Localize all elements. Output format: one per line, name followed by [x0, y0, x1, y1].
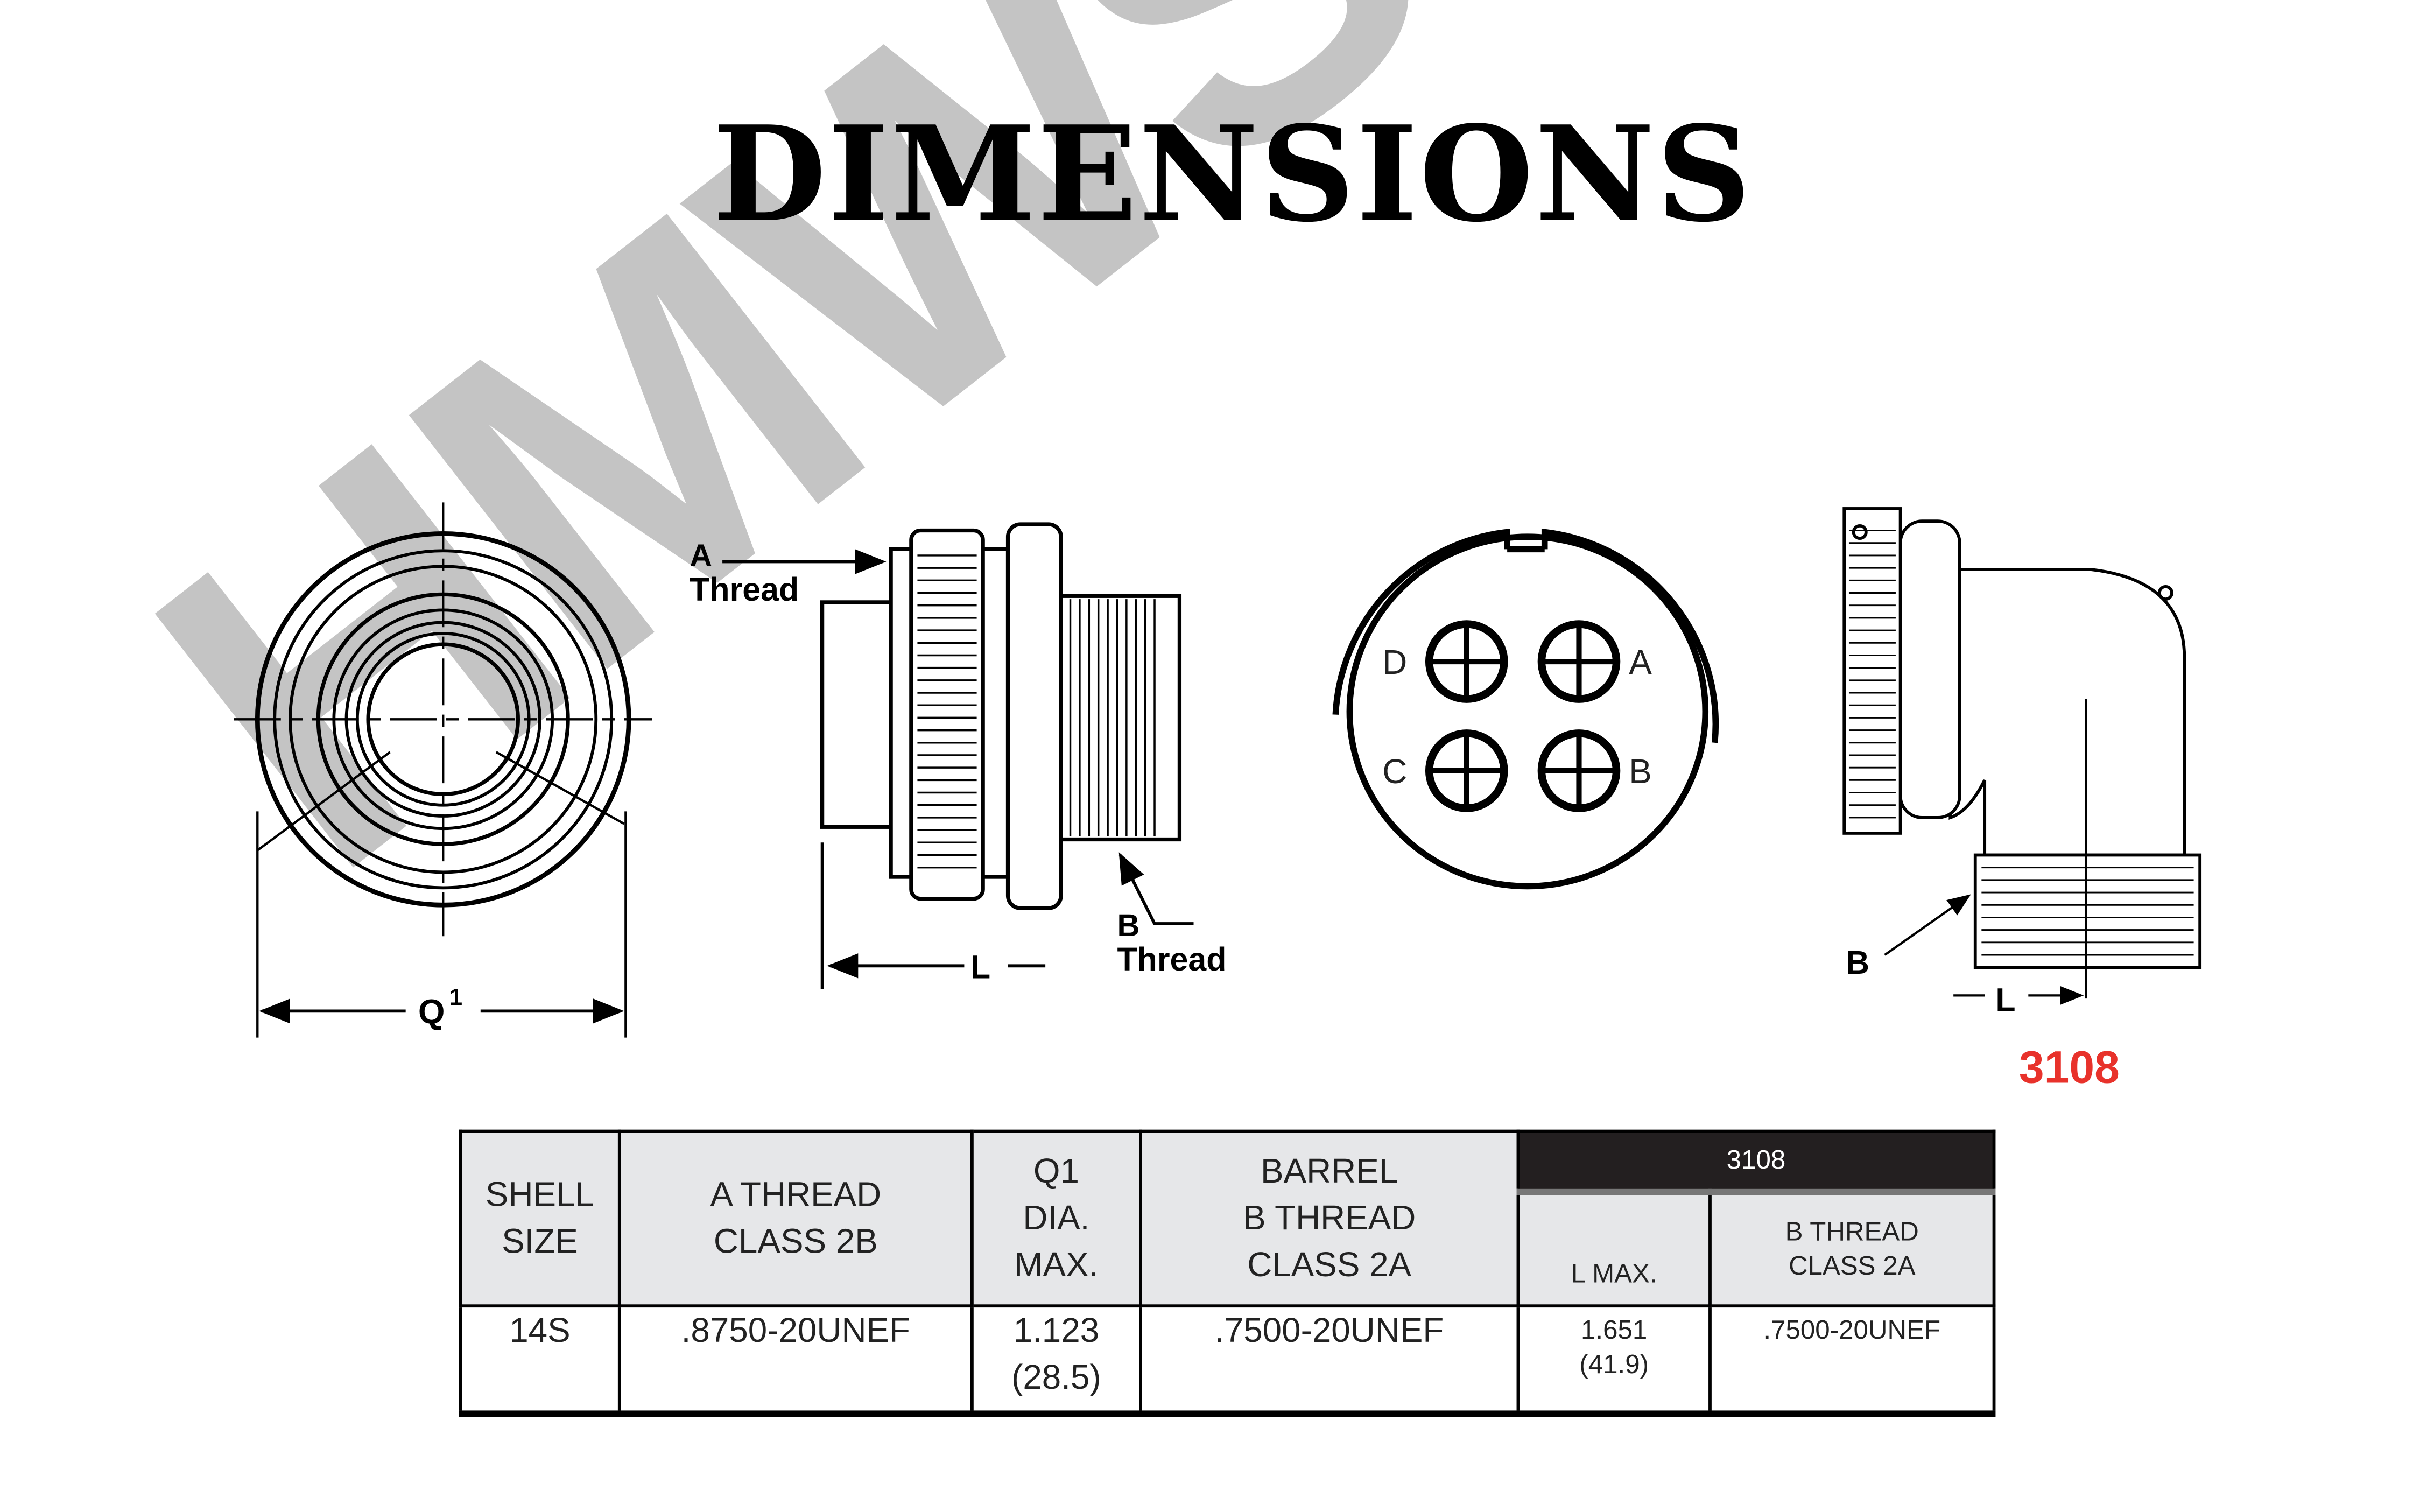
pin-label-d: D — [1382, 643, 1407, 681]
angle-connector-drawing — [1842, 507, 2202, 969]
header-l-max: L MAX. — [1516, 1190, 1712, 1308]
model-label: 3108 — [2019, 1042, 2120, 1093]
l-dimension-label: L — [970, 948, 990, 985]
pin-c — [1425, 729, 1508, 812]
pin-label-c: C — [1382, 752, 1407, 791]
pin-label-a: A — [1629, 643, 1652, 681]
cell-shell-size: 14S — [459, 1304, 621, 1416]
l-label-right: L — [1995, 981, 2015, 1018]
pin-face-drawing — [1332, 528, 1719, 890]
pin-contacts — [1425, 620, 1621, 812]
angle-connector-leaders — [1884, 894, 2084, 1005]
q-dimension-label: Q — [418, 993, 445, 1031]
q-superscript: 1 — [449, 984, 462, 1010]
b-thread-letter: B — [1117, 909, 1139, 943]
side-view-drawing — [820, 522, 1182, 910]
pin-d — [1425, 620, 1508, 703]
cell-l-max: 1.651(41.9) — [1516, 1304, 1712, 1416]
page-title: DIMENSIONS — [712, 96, 1753, 251]
b-label-right: B — [1846, 944, 1869, 981]
header-group-3108: 3108 — [1516, 1129, 1996, 1195]
pin-label-b: B — [1629, 752, 1652, 791]
table-row: 14S .8750-20UNEF 1.123(28.5) .7500-20UNE… — [459, 1304, 1996, 1416]
angle-connector-knurling — [1848, 530, 2194, 999]
front-view-drawing — [234, 502, 652, 1038]
pin-a — [1537, 620, 1621, 703]
cell-b-thread: .7500-20UNEF — [1708, 1304, 1996, 1416]
cell-q1: 1.123(28.5) — [970, 1304, 1142, 1416]
side-view-knurling — [917, 554, 1156, 869]
side-view-leaders — [722, 549, 1194, 989]
pin-b — [1537, 729, 1621, 812]
a-thread-word: Thread — [690, 571, 799, 608]
cell-barrel: .7500-20UNEF — [1139, 1304, 1520, 1416]
b-thread-word: Thread — [1117, 941, 1226, 977]
a-thread-letter: A — [690, 539, 712, 573]
cell-a-thread: .8750-20UNEF — [617, 1304, 974, 1416]
